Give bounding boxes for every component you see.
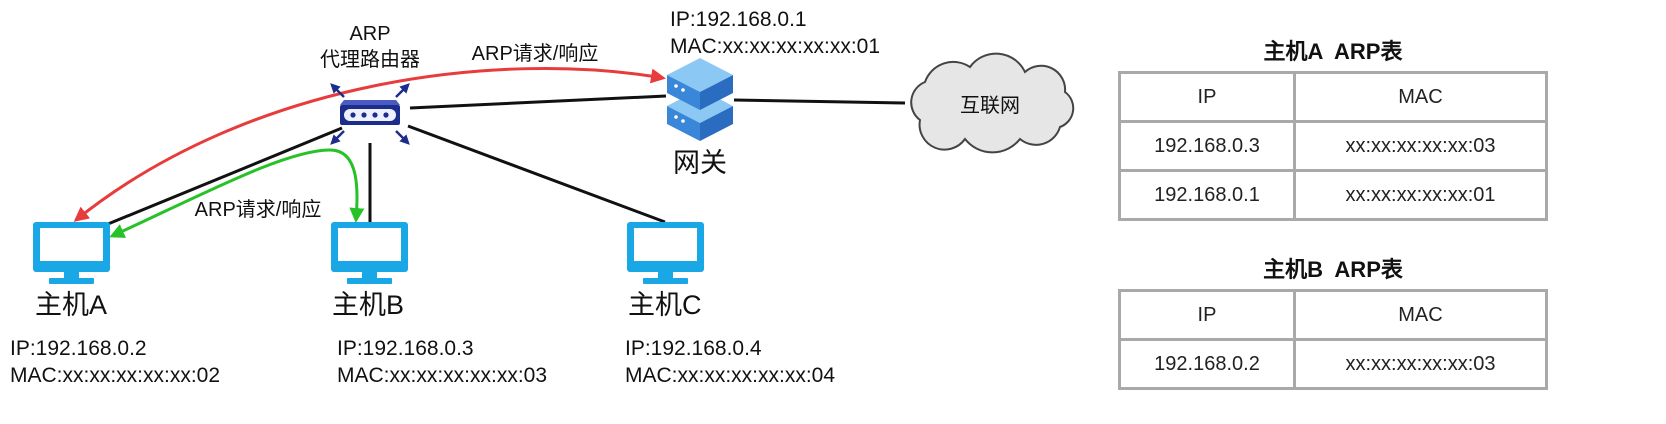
- monitor-icon: [627, 222, 704, 284]
- router-icon: [330, 83, 410, 145]
- table-row: 192.168.0.3 xx:xx:xx:xx:xx:03: [1118, 120, 1548, 172]
- host-b-arp-table-title: 主机B ARP表: [1263, 257, 1403, 282]
- gateway-label: 网关: [673, 148, 727, 178]
- table-row: 192.168.0.1 xx:xx:xx:xx:xx:01: [1118, 169, 1548, 221]
- link-router-gateway: [409, 94, 667, 110]
- arrow-up-right-icon: [395, 83, 410, 98]
- table-row: 192.168.0.2 xx:xx:xx:xx:xx:03: [1118, 338, 1548, 390]
- cell-ip: 192.168.0.1: [1118, 169, 1296, 221]
- host-a-arp-table: IP MAC 192.168.0.3 xx:xx:xx:xx:xx:03 192…: [1118, 71, 1548, 221]
- host-a-mac: MAC:xx:xx:xx:xx:xx:02: [10, 364, 220, 387]
- link-gateway-internet: [733, 98, 906, 105]
- cell-mac: xx:xx:xx:xx:xx:03: [1293, 120, 1548, 172]
- monitor-icon: [33, 222, 110, 284]
- gateway-mac: MAC:xx:xx:xx:xx:xx:01: [670, 35, 880, 58]
- arrow-down-right-icon: [395, 130, 410, 145]
- cloud-icon: [910, 52, 1075, 154]
- host-b-mac: MAC:xx:xx:xx:xx:xx:03: [337, 364, 547, 387]
- host-c-ip: IP:192.168.0.4: [625, 337, 762, 360]
- table-header-row: IP MAC: [1118, 71, 1548, 123]
- host-a-arp-table-title: 主机A ARP表: [1263, 39, 1403, 64]
- host-c-name: 主机C: [628, 290, 702, 320]
- host-c-mac: MAC:xx:xx:xx:xx:xx:04: [625, 364, 835, 387]
- arp-arrow-host-a-gateway: [73, 67, 666, 222]
- server-icon: [667, 58, 733, 141]
- table-header-row: IP MAC: [1118, 289, 1548, 341]
- cell-ip: 192.168.0.3: [1118, 120, 1296, 172]
- monitor-icon: [331, 222, 408, 284]
- green-arrow-label: ARP请求/响应: [195, 198, 322, 221]
- column-header-ip: IP: [1118, 71, 1296, 123]
- cell-ip: 192.168.0.2: [1118, 338, 1296, 390]
- host-b-arp-table: IP MAC 192.168.0.2 xx:xx:xx:xx:xx:03: [1118, 289, 1548, 390]
- router-label-line1: ARP: [349, 23, 390, 45]
- internet-label: 互联网: [960, 94, 1020, 117]
- red-arrow-label: ARP请求/响应: [472, 42, 599, 65]
- column-header-mac: MAC: [1293, 289, 1548, 341]
- gateway-ip: IP:192.168.0.1: [670, 8, 807, 31]
- router-label-line2: 代理路由器: [320, 48, 420, 71]
- column-header-ip: IP: [1118, 289, 1296, 341]
- cell-mac: xx:xx:xx:xx:xx:03: [1293, 338, 1548, 390]
- arrow-up-left-icon: [330, 83, 345, 98]
- host-b-ip: IP:192.168.0.3: [337, 337, 474, 360]
- link-router-host-c: [407, 124, 666, 224]
- arrow-down-left-icon: [330, 130, 345, 145]
- host-b-name: 主机B: [332, 290, 404, 320]
- host-a-name: 主机A: [35, 290, 107, 320]
- arp-arrow-host-a-host-b: [109, 148, 365, 238]
- host-a-ip: IP:192.168.0.2: [10, 337, 147, 360]
- column-header-mac: MAC: [1293, 71, 1548, 123]
- cell-mac: xx:xx:xx:xx:xx:01: [1293, 169, 1548, 221]
